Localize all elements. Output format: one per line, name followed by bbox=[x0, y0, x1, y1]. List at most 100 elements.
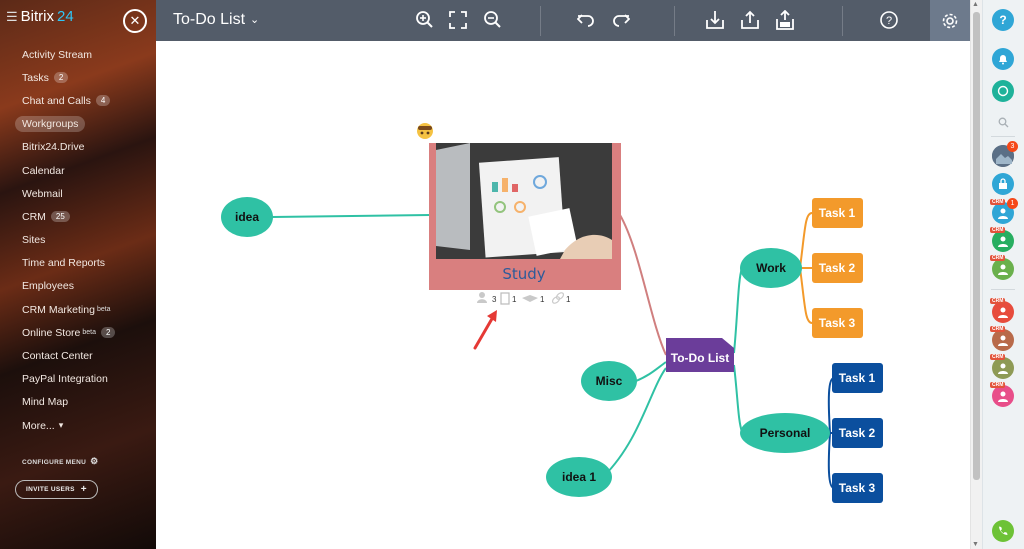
crm-contact-avatar[interactable]: CRM bbox=[990, 326, 1014, 351]
node-work-task-3[interactable]: Task 3 bbox=[812, 308, 863, 338]
crm-contact-avatar[interactable]: CRM 1 bbox=[990, 198, 1018, 224]
svg-text:1: 1 bbox=[540, 295, 545, 304]
svg-text:Personal: Personal bbox=[760, 426, 811, 440]
sidebar-item[interactable]: Time and Reports bbox=[0, 252, 156, 275]
notification-badge: 3 bbox=[1007, 141, 1018, 152]
svg-text:Study: Study bbox=[502, 265, 545, 283]
sidebar-item-label: Chat and Calls bbox=[22, 94, 91, 107]
emoji-icon bbox=[417, 123, 433, 139]
help-button[interactable]: ? bbox=[992, 9, 1014, 31]
node-root[interactable]: To-Do List bbox=[666, 338, 734, 372]
sidebar-item[interactable]: Bitrix24.Drive bbox=[0, 136, 156, 159]
download-icon[interactable] bbox=[703, 8, 727, 32]
handshake-icon[interactable] bbox=[522, 295, 538, 302]
fullscreen-icon[interactable] bbox=[446, 8, 470, 32]
crm-contact-avatar[interactable]: CRM bbox=[990, 354, 1014, 379]
mindmap-canvas[interactable]: idea Study bbox=[156, 41, 970, 549]
sidebar-item[interactable]: Employees bbox=[0, 275, 156, 298]
link-idea1 bbox=[603, 367, 667, 477]
chevron-down-icon: ⌄ bbox=[250, 14, 260, 27]
gear-icon bbox=[942, 13, 958, 28]
sidebar-item[interactable]: Sites bbox=[0, 229, 156, 252]
node-study[interactable]: Study bbox=[429, 143, 621, 290]
search-icon[interactable] bbox=[992, 111, 1014, 133]
crm-contact-avatar[interactable]: CRM bbox=[990, 227, 1014, 252]
user-icon bbox=[998, 264, 1008, 275]
svg-text:Task 3: Task 3 bbox=[839, 481, 876, 495]
mindmap-svg[interactable]: idea Study bbox=[156, 41, 970, 549]
sidebar-item[interactable]: Mind Map bbox=[0, 391, 156, 414]
crm-contact-avatar[interactable]: CRM bbox=[990, 298, 1014, 323]
sidebar-item-label: Activity Stream bbox=[22, 48, 93, 61]
chat-icon[interactable] bbox=[992, 80, 1014, 102]
node-personal-task-1[interactable]: Task 1 bbox=[832, 363, 883, 393]
menu-icon[interactable]: ☰ bbox=[6, 8, 18, 24]
node-work-task-1[interactable]: Task 1 bbox=[812, 198, 863, 228]
right-panel: ? 3 CRM 1 CRM CRM bbox=[982, 0, 1024, 549]
sidebar-item[interactable]: Activity Stream bbox=[0, 43, 156, 66]
user-icon bbox=[998, 208, 1008, 219]
link-icon[interactable] bbox=[551, 292, 565, 305]
scrollbar-thumb[interactable] bbox=[973, 12, 980, 480]
sidebar-item-label: Online Store bbox=[22, 326, 81, 339]
svg-text:?: ? bbox=[886, 15, 892, 27]
export-png-icon[interactable] bbox=[773, 8, 797, 32]
sidebar-item[interactable]: Contact Center bbox=[0, 344, 156, 367]
annotation-arrow bbox=[473, 310, 497, 350]
phone-icon[interactable] bbox=[992, 520, 1014, 542]
link-study bbox=[619, 214, 667, 356]
avatar[interactable]: 3 bbox=[992, 141, 1018, 167]
share-icon[interactable] bbox=[738, 8, 762, 32]
help-icon[interactable]: ? bbox=[877, 8, 901, 32]
zoom-in-icon[interactable] bbox=[412, 8, 436, 32]
sidebar-item[interactable]: Webmail bbox=[0, 182, 156, 205]
svg-text:Task 2: Task 2 bbox=[839, 426, 876, 440]
invite-users-button[interactable]: INVITE USERS+ bbox=[15, 480, 98, 499]
lock-icon[interactable] bbox=[992, 173, 1014, 195]
close-menu-button[interactable]: ✕ bbox=[123, 9, 147, 33]
close-icon: ✕ bbox=[129, 13, 141, 28]
crm-contact-avatar[interactable]: CRM bbox=[990, 255, 1014, 280]
sidebar-item-label: PayPal Integration bbox=[22, 373, 108, 386]
node-idea1[interactable]: idea 1 bbox=[546, 457, 612, 497]
map-title-dropdown[interactable]: To-Do List⌄ bbox=[173, 11, 260, 28]
svg-text:idea: idea bbox=[235, 210, 259, 224]
sidebar-item[interactable]: More...▾ bbox=[0, 414, 156, 437]
separator bbox=[991, 136, 1015, 137]
sidebar-item[interactable]: PayPal Integration bbox=[0, 368, 156, 391]
scroll-down-icon[interactable]: ▼ bbox=[972, 541, 979, 548]
crm-contact-avatar[interactable]: CRM bbox=[990, 382, 1014, 407]
scroll-up-icon[interactable]: ▲ bbox=[972, 1, 979, 8]
sidebar-item-label: Webmail bbox=[22, 187, 63, 200]
user-icon bbox=[998, 236, 1008, 247]
sidebar-item[interactable]: Workgroups bbox=[0, 113, 156, 136]
redo-icon[interactable] bbox=[609, 8, 633, 32]
node-personal-task-2[interactable]: Task 2 bbox=[832, 418, 883, 448]
svg-text:3: 3 bbox=[492, 295, 497, 304]
svg-text:Task 3: Task 3 bbox=[819, 316, 856, 330]
node-work-task-2[interactable]: Task 2 bbox=[812, 253, 863, 283]
user-icon[interactable] bbox=[477, 292, 487, 303]
node-misc[interactable]: Misc bbox=[581, 361, 637, 401]
node-idea[interactable]: idea bbox=[221, 197, 273, 237]
configure-menu-link[interactable]: CONFIGURE MENU⚙ bbox=[22, 456, 99, 466]
clipboard-icon[interactable] bbox=[500, 292, 510, 305]
settings-button[interactable] bbox=[930, 0, 970, 41]
count-badge: 2 bbox=[101, 327, 116, 339]
undo-icon[interactable] bbox=[574, 8, 598, 32]
sidebar-item[interactable]: Calendar bbox=[0, 159, 156, 182]
node-personal-task-3[interactable]: Task 3 bbox=[832, 473, 883, 503]
vertical-scrollbar[interactable]: ▲ ▼ bbox=[970, 0, 982, 549]
node-personal[interactable]: Personal bbox=[740, 413, 830, 453]
node-work[interactable]: Work bbox=[740, 248, 802, 288]
bell-icon[interactable] bbox=[992, 48, 1014, 70]
zoom-out-icon[interactable] bbox=[480, 8, 504, 32]
